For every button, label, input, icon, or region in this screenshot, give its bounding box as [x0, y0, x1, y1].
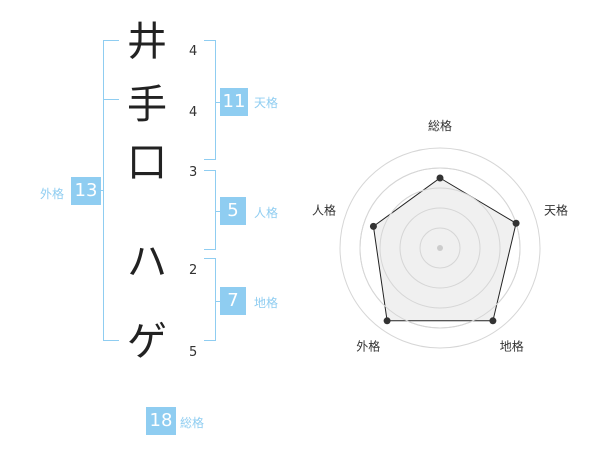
name-char: ゲ — [127, 319, 167, 365]
radar-point — [383, 317, 391, 325]
jinkaku-connector — [216, 211, 222, 212]
chikaku-connector — [216, 301, 222, 302]
name-char: 井 — [127, 19, 167, 65]
gaikaku-label: 外格 — [40, 187, 65, 201]
radar-ring-inner — [359, 167, 521, 329]
tenkaku-badge: 11 — [220, 88, 248, 116]
radar-point — [369, 222, 377, 230]
gaikaku-badge: 13 — [71, 177, 101, 205]
soukaku-label: 総格 — [180, 416, 205, 430]
stroke-count: 4 — [189, 105, 198, 120]
chikaku-bracket — [204, 258, 216, 341]
jinkaku-bracket — [204, 170, 216, 250]
radar-axis-label: 地格 — [500, 339, 524, 354]
stroke-count: 3 — [189, 165, 198, 180]
radar-ring-inner — [419, 227, 461, 269]
radar-axis-label: 外格 — [356, 339, 380, 354]
stroke-count: 4 — [189, 44, 198, 59]
tenkaku-label: 天格 — [254, 96, 279, 110]
name-char: 手 — [127, 82, 167, 128]
radar-point — [436, 174, 444, 182]
jinkaku-label: 人格 — [254, 206, 279, 220]
radar-point — [489, 317, 497, 325]
gaikaku-bracket — [103, 40, 119, 341]
radar-area — [372, 177, 517, 322]
radar-ring — [339, 147, 541, 349]
radar-axis-label: 総格 — [428, 118, 452, 133]
soukaku-badge: 18 — [146, 407, 176, 435]
chikaku-badge: 7 — [220, 287, 246, 315]
radar-ring-inner — [399, 207, 481, 289]
radar-point — [512, 219, 520, 227]
radar-center — [437, 245, 443, 251]
gaikaku-bracket-tick — [103, 99, 119, 100]
jinkaku-badge: 5 — [220, 197, 246, 225]
name-char: 口 — [127, 140, 167, 186]
tenkaku-bracket — [204, 40, 216, 160]
stroke-count: 5 — [189, 345, 198, 360]
radar-axis-label: 天格 — [544, 202, 568, 217]
chikaku-label: 地格 — [254, 296, 279, 310]
tenkaku-connector — [216, 102, 222, 103]
name-char: ハ — [127, 239, 167, 285]
radar-ring-inner — [379, 187, 501, 309]
stroke-count: 2 — [189, 263, 198, 278]
radar-axis-label: 人格 — [312, 202, 336, 217]
